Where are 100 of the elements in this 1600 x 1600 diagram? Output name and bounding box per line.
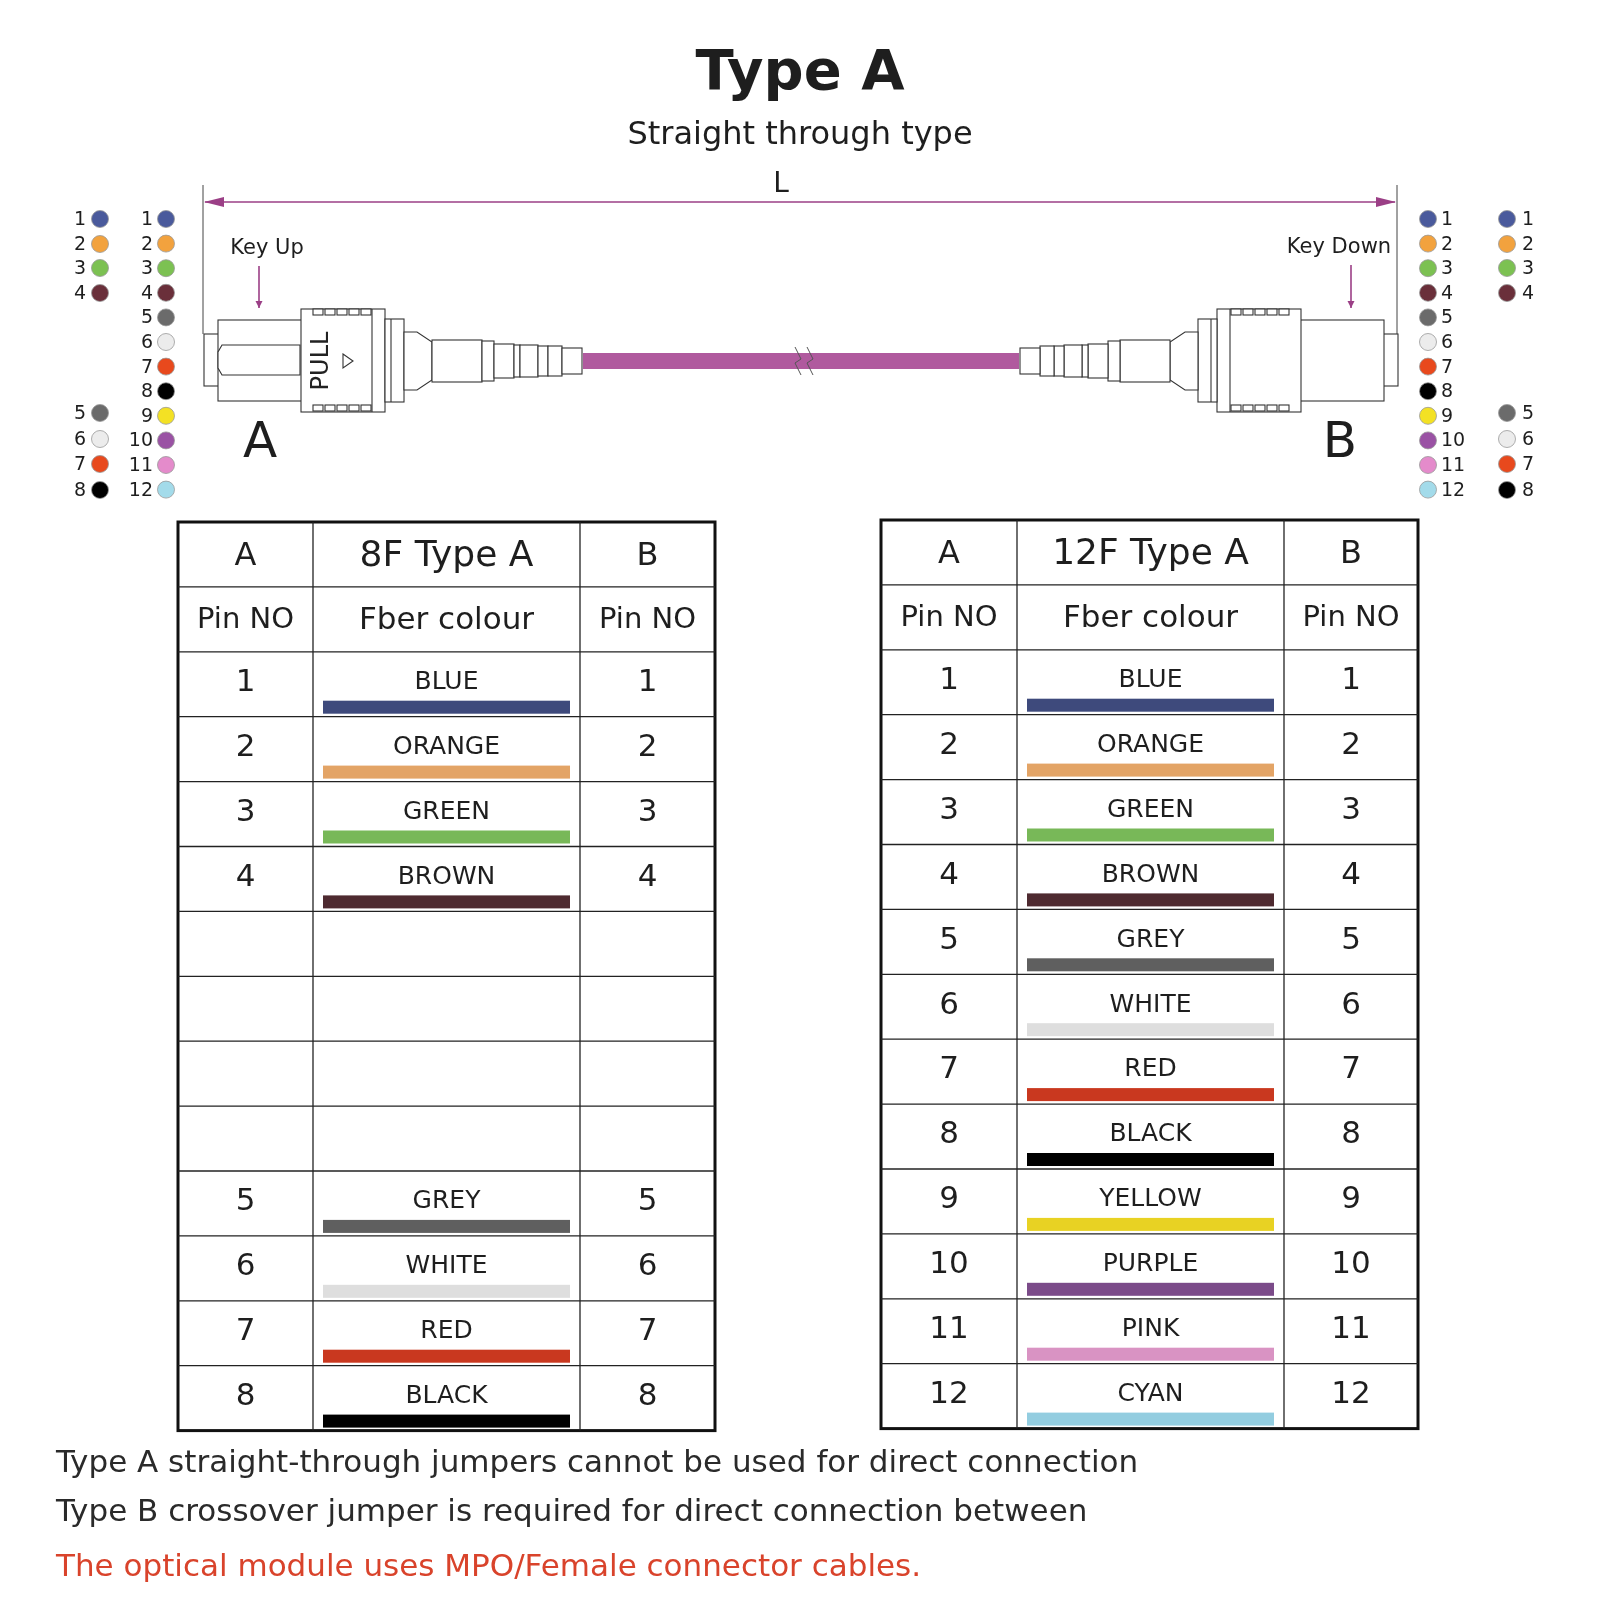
table-title: 12F Type A xyxy=(1052,531,1249,574)
pin-number: 7 xyxy=(73,453,86,475)
pin-number: 5 xyxy=(1441,306,1454,329)
title: Type A xyxy=(695,37,905,103)
column-header: B xyxy=(636,536,659,573)
column-header: Fber colour xyxy=(1062,599,1239,636)
column-header: A xyxy=(938,534,960,571)
pin-number: 8 xyxy=(73,479,86,501)
arrow xyxy=(255,265,263,309)
fiber-colour-name: BLUE xyxy=(1118,664,1183,694)
pin-number: 1 xyxy=(939,661,959,697)
fiber-colour-name: CYAN xyxy=(1117,1378,1184,1408)
pin-number: 8 xyxy=(637,1377,658,1413)
pin-number: 12 xyxy=(128,478,153,501)
pin-number: 4 xyxy=(637,857,658,894)
arrow xyxy=(1347,264,1355,309)
pin-number: 5 xyxy=(1341,920,1361,957)
fiber-colour-name: ORANGE xyxy=(1097,729,1204,759)
end-label: A xyxy=(242,412,278,470)
pin-number: 2 xyxy=(235,728,256,764)
pin-number: 2 xyxy=(637,728,658,764)
pin-number: 6 xyxy=(73,428,86,450)
pin-number: 5 xyxy=(140,306,153,329)
pin-number: 4 xyxy=(140,281,153,304)
pin-number: 6 xyxy=(1441,331,1454,353)
pin-number: 10 xyxy=(1441,429,1466,452)
pin-number: 5 xyxy=(1522,402,1535,424)
pin-number: 3 xyxy=(1341,791,1361,827)
pin-number: 11 xyxy=(128,454,153,476)
column-header: A xyxy=(234,536,257,573)
fiber-colour-name: PINK xyxy=(1121,1313,1180,1343)
pin-number: 2 xyxy=(140,232,153,255)
pin-number: 11 xyxy=(1331,1310,1371,1346)
pin-number: 5 xyxy=(939,920,959,957)
pin-number: 8 xyxy=(235,1377,256,1413)
pin-number: 4 xyxy=(1441,281,1454,304)
fiber-colour-name: YELLOW xyxy=(1099,1183,1202,1213)
pin-number: 1 xyxy=(1441,208,1454,230)
pin-number: 9 xyxy=(140,404,153,427)
pin-number: 3 xyxy=(939,791,959,827)
pin-number: 4 xyxy=(1522,282,1535,304)
fiber-colour-name: BLUE xyxy=(414,666,479,696)
pin-number: 2 xyxy=(1522,233,1535,255)
dimension-label: L xyxy=(773,166,789,200)
pin-number: 1 xyxy=(1522,208,1535,230)
pull-tab-text: PULL xyxy=(306,331,334,391)
pin-number: 7 xyxy=(1522,453,1535,475)
pin-number: 4 xyxy=(73,282,86,304)
fiber-colour-name: GREEN xyxy=(403,796,490,826)
subtitle: Straight through type xyxy=(627,114,973,152)
end-label: B xyxy=(1322,412,1358,470)
pin-number: 3 xyxy=(140,257,153,280)
pin-number: 5 xyxy=(235,1182,256,1218)
pin-number: 1 xyxy=(637,663,658,699)
callout-text: Key Down xyxy=(1280,229,1398,263)
pin-number: 8 xyxy=(939,1115,959,1152)
pin-number: 6 xyxy=(1341,985,1361,1022)
pin-number: 12 xyxy=(929,1375,969,1411)
fiber-colour-name: WHITE xyxy=(1109,989,1192,1018)
pin-number: 10 xyxy=(128,429,153,452)
pin-number: 1 xyxy=(140,208,153,230)
pin-number: 2 xyxy=(939,726,959,762)
column-header: Pin NO xyxy=(1302,600,1400,634)
fiber-colour-name: GREY xyxy=(412,1185,481,1215)
pin-number: 2 xyxy=(1341,726,1361,762)
pin-number: 7 xyxy=(939,1050,959,1087)
pin-number: 6 xyxy=(235,1247,256,1283)
table-title: 8F Type A xyxy=(359,533,534,576)
pin-number: 10 xyxy=(1331,1245,1371,1281)
pin-number: 9 xyxy=(1341,1180,1361,1216)
pin-number: 2 xyxy=(73,233,86,255)
pin-number: 11 xyxy=(929,1310,969,1346)
column-header: Pin NO xyxy=(900,600,998,634)
pin-number: 10 xyxy=(929,1245,969,1281)
fiber-colour-name: RED xyxy=(1124,1054,1177,1083)
fiber-colour-name: BLACK xyxy=(1109,1118,1192,1148)
pin-number: 2 xyxy=(1441,232,1454,255)
pin-number: 8 xyxy=(1441,380,1454,403)
pin-number: 8 xyxy=(1341,1115,1361,1152)
pin-number: 7 xyxy=(637,1312,658,1348)
note-text: Type B crossover jumper is required for direct connection between xyxy=(56,1493,1088,1529)
pin-number: 7 xyxy=(140,355,153,378)
fiber-colour-name: BROWN xyxy=(1101,859,1200,889)
pin-number: 1 xyxy=(235,663,256,699)
pin-number: 7 xyxy=(1341,1050,1361,1087)
pin-number: 6 xyxy=(1522,428,1535,450)
note-text: Type A straight-through jumpers cannot be used for direct connection xyxy=(56,1444,1139,1480)
pin-number: 1 xyxy=(1341,661,1361,697)
pin-number: 4 xyxy=(939,855,959,892)
pin-number: 7 xyxy=(235,1312,256,1348)
pin-number: 8 xyxy=(140,380,153,403)
fiber-colour-name: ORANGE xyxy=(393,731,500,761)
pin-number: 12 xyxy=(1331,1375,1371,1411)
fiber-colour-name: WHITE xyxy=(405,1250,488,1280)
pin-number: 1 xyxy=(73,208,86,230)
fiber-colour-name: RED xyxy=(420,1315,473,1345)
pin-number: 3 xyxy=(1522,257,1535,279)
pin-number: 9 xyxy=(1441,404,1454,427)
pin-number: 6 xyxy=(637,1247,658,1283)
note-text: The optical module uses MPO/Female connector cables. xyxy=(56,1548,922,1584)
